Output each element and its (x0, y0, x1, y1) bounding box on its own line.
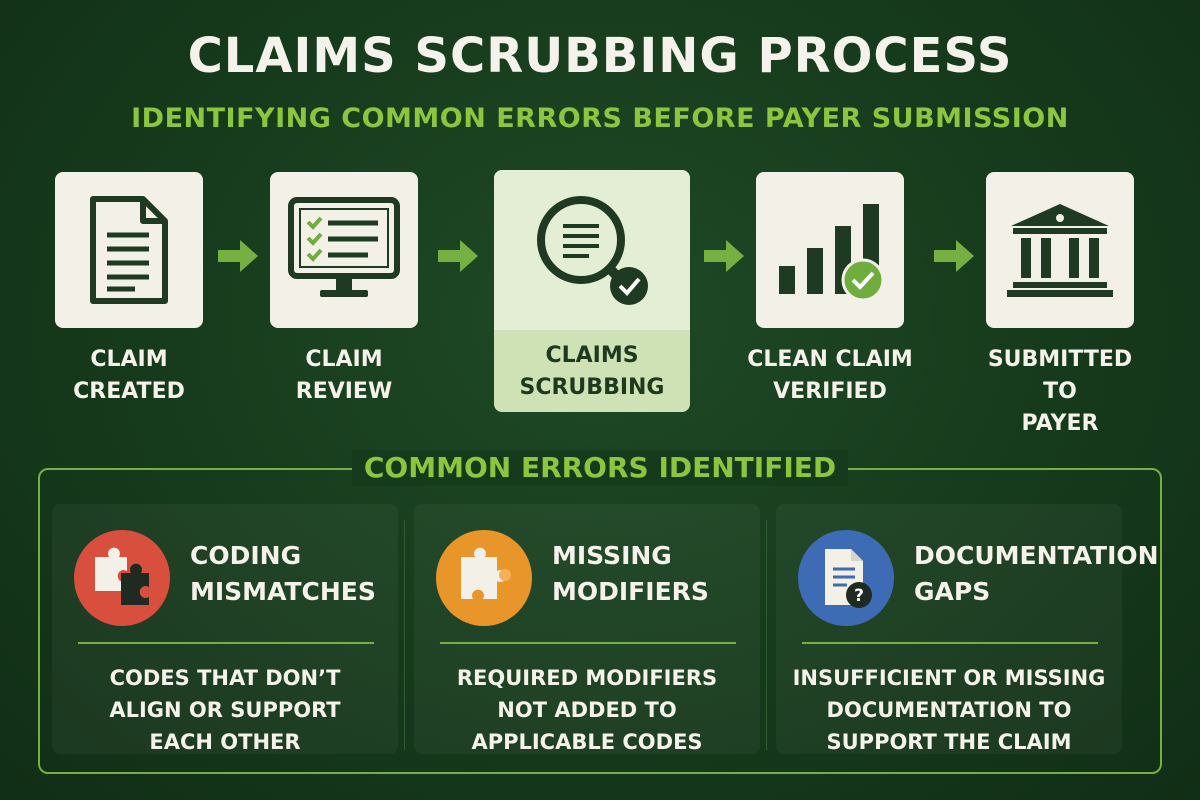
step-claims-scrubbing-tile (494, 170, 690, 330)
step-clean-claim-verified-tile (756, 172, 904, 328)
error-icon-circle: ? (798, 530, 894, 626)
error-card-missing-modifiers: MISSING MODIFIERS REQUIRED MODIFIERS NOT… (414, 504, 760, 754)
error-description-coding-mismatches: CODES THAT DON’T ALIGN OR SUPPORT EACH O… (109, 666, 341, 754)
common-errors-title: COMMON ERRORS IDENTIFIED (352, 450, 848, 486)
error-icon-circle (74, 530, 170, 626)
bank-building-icon (1007, 204, 1113, 297)
step-label-submitted-to-payer: SUBMITTED TO PAYER (987, 347, 1133, 436)
error-icon-circle (436, 530, 532, 626)
arrow-right-icon (438, 240, 478, 272)
document-icon (90, 196, 168, 304)
magnifier-check-icon (537, 196, 648, 305)
step-claims-scrubbing-panel: CLAIMS SCRUBBING (494, 170, 690, 412)
step-label-claim-review: CLAIM REVIEW (295, 347, 393, 404)
card-divider (440, 642, 736, 644)
error-card-coding-mismatches: CODING MISMATCHES CODES THAT DON’T ALIGN… (52, 504, 398, 754)
document-question-icon: ? (825, 549, 872, 608)
arrow-right-icon (218, 240, 258, 272)
error-title-coding-mismatches: CODING MISMATCHES (190, 541, 376, 606)
error-card-documentation-gaps: ? DOCUMENTATION GAPS INSUFFICIENT OR MIS… (776, 504, 1159, 754)
step-label-clean-claim-verified: CLEAN CLAIM VERIFIED (747, 347, 913, 404)
arrow-right-icon (934, 240, 974, 272)
step-claim-created-tile (55, 172, 203, 328)
step-label-claim-created: CLAIM CREATED (73, 347, 185, 404)
error-title-documentation-gaps: DOCUMENTATION GAPS (914, 541, 1159, 606)
puzzle-piece-icon (461, 547, 511, 599)
step-label-claims-scrubbing: CLAIMS SCRUBBING (519, 343, 665, 400)
divider (404, 520, 405, 750)
bar-chart-check-icon (779, 204, 885, 300)
step-claim-review-tile (270, 172, 418, 328)
page-subtitle: IDENTIFYING COMMON ERRORS BEFORE PAYER S… (131, 103, 1069, 134)
error-title-missing-modifiers: MISSING MODIFIERS (552, 541, 709, 606)
arrow-right-icon (704, 240, 744, 272)
puzzle-mismatch-icon (95, 547, 149, 605)
svg-text:?: ? (854, 586, 864, 606)
card-divider (78, 642, 374, 644)
error-description-missing-modifiers: REQUIRED MODIFIERS NOT ADDED TO APPLICAB… (456, 666, 718, 754)
error-description-documentation-gaps: INSUFFICIENT OR MISSING DOCUMENTATION TO… (792, 666, 1106, 754)
divider (766, 520, 767, 750)
step-submitted-to-payer-tile (986, 172, 1134, 328)
page-title: CLAIMS SCRUBBING PROCESS (187, 28, 1013, 84)
card-divider (802, 642, 1098, 644)
monitor-checklist-icon (288, 197, 400, 297)
